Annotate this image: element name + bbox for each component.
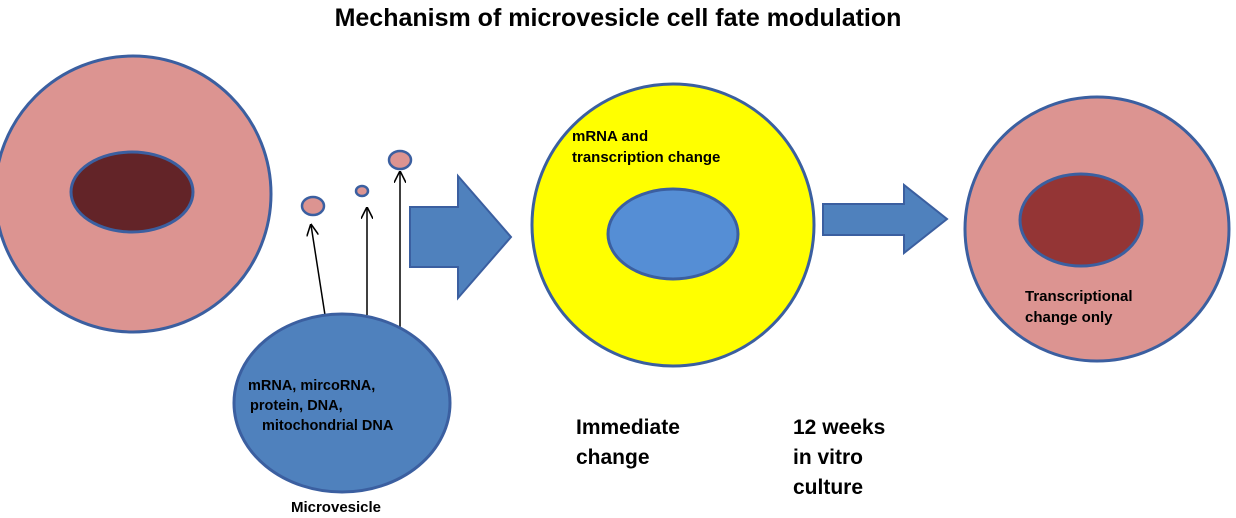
cultured-cell-text-line-2: change only: [1025, 309, 1113, 326]
culture-time-line-3: culture: [793, 476, 863, 499]
microvesicle-contents-line-1: mRNA, mircoRNA,: [248, 378, 375, 394]
released-vesicle-3: [387, 149, 413, 171]
recipient-cell-immediate: mRNA and transcription change: [530, 82, 816, 368]
released-vesicle-2: [354, 184, 370, 198]
immediate-change-line-2: change: [576, 446, 650, 469]
donor-cell-nucleus: [69, 150, 195, 234]
microvesicle-body: [232, 312, 452, 494]
cultured-cell-nucleus: [1018, 172, 1144, 268]
recipient-cell-text-line-1: mRNA and: [572, 128, 648, 145]
released-vesicle-1: [300, 195, 326, 217]
culture-time-line-2: in vitro: [793, 446, 863, 469]
cultured-cell-text-line-1: Transcriptional: [1025, 288, 1133, 305]
block-arrow-culture: [822, 182, 949, 256]
diagram-title: Mechanism of microvesicle cell fate modu…: [335, 4, 902, 32]
culture-time-line-1: 12 weeks: [793, 416, 885, 439]
block-arrow-transfer: [409, 173, 513, 301]
microvesicle-contents-line-2: protein, DNA,: [250, 398, 343, 414]
recipient-cell-text-line-2: transcription change: [572, 149, 720, 166]
microvesicle-contents-line-3: mitochondrial DNA: [262, 418, 394, 434]
recipient-cell-cultured: Transcriptional change only: [963, 95, 1231, 363]
immediate-change-line-1: Immediate: [576, 416, 680, 439]
microvesicle-label: Microvesicle: [291, 499, 381, 516]
microvesicle: mRNA, mircoRNA, protein, DNA, mitochondr…: [232, 312, 452, 494]
recipient-cell-nucleus: [606, 187, 740, 281]
donor-cell: [0, 54, 273, 334]
release-arrow-1: [311, 225, 326, 316]
